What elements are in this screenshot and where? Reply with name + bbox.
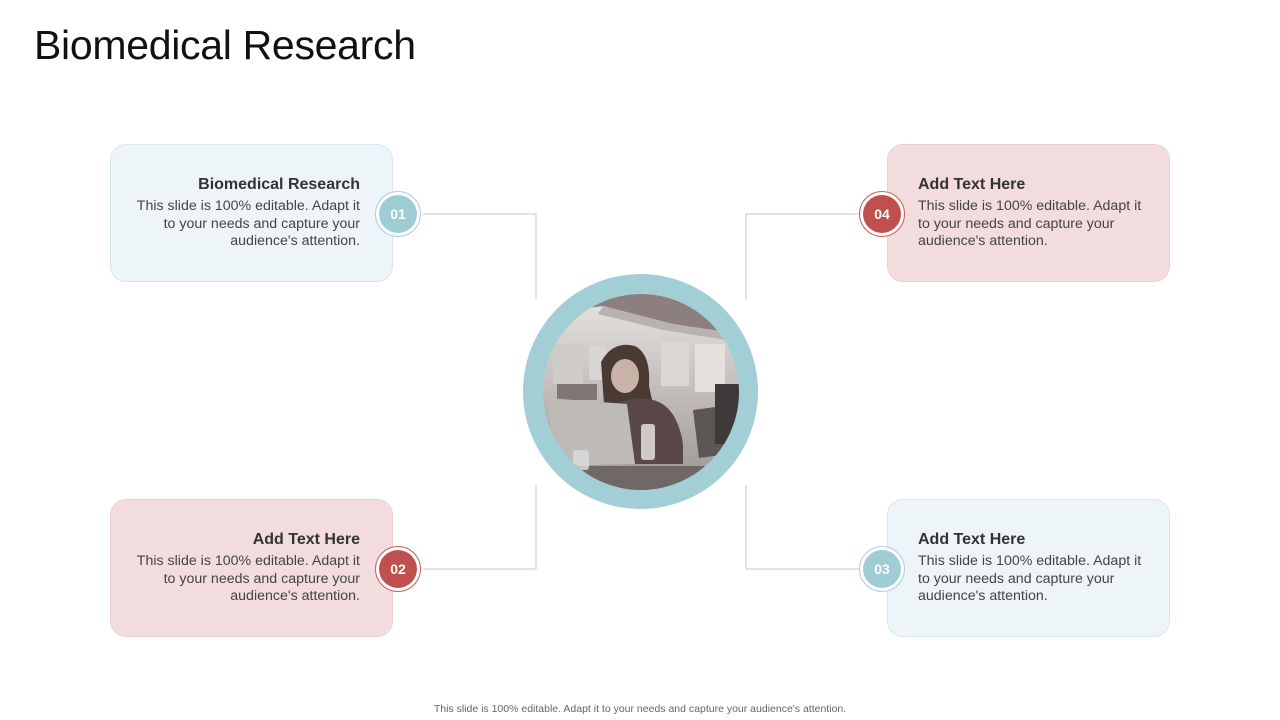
- item-badge-ring-04: 04: [859, 191, 905, 237]
- item-title-02: Add Text Here: [252, 531, 360, 548]
- item-title-03: Add Text Here: [918, 531, 1026, 548]
- connector-04: [745, 213, 859, 300]
- connector-02: [423, 485, 537, 570]
- item-number-badge-04: 04: [863, 195, 901, 233]
- item-body-04: This slide is 100% editable. Adapt it to…: [918, 198, 1142, 250]
- connector-01: [423, 213, 537, 300]
- item-title-01: Biomedical Research: [198, 176, 360, 193]
- center-hub: [523, 274, 758, 509]
- item-body-02: This slide is 100% editable. Adapt it to…: [136, 553, 360, 605]
- item-number-badge-01: 01: [379, 195, 417, 233]
- item-card-03: Add Text Here This slide is 100% editabl…: [887, 499, 1170, 637]
- item-badge-ring-01: 01: [375, 191, 421, 237]
- item-badge-ring-03: 03: [859, 546, 905, 592]
- item-number-badge-03: 03: [863, 550, 901, 588]
- item-body-03: This slide is 100% editable. Adapt it to…: [918, 553, 1142, 605]
- item-card-01: Biomedical Research This slide is 100% e…: [110, 144, 393, 282]
- item-card-02: Add Text Here This slide is 100% editabl…: [110, 499, 393, 637]
- footer-note: This slide is 100% editable. Adapt it to…: [433, 703, 847, 715]
- woman-at-laptop-photo: [542, 293, 739, 490]
- item-card-04: Add Text Here This slide is 100% editabl…: [887, 144, 1170, 282]
- connector-03: [745, 485, 859, 570]
- item-body-01: This slide is 100% editable. Adapt it to…: [136, 198, 360, 250]
- slide-title: Biomedical Research: [34, 22, 416, 68]
- item-number-badge-02: 02: [379, 550, 417, 588]
- item-badge-ring-02: 02: [375, 546, 421, 592]
- item-title-04: Add Text Here: [918, 176, 1026, 193]
